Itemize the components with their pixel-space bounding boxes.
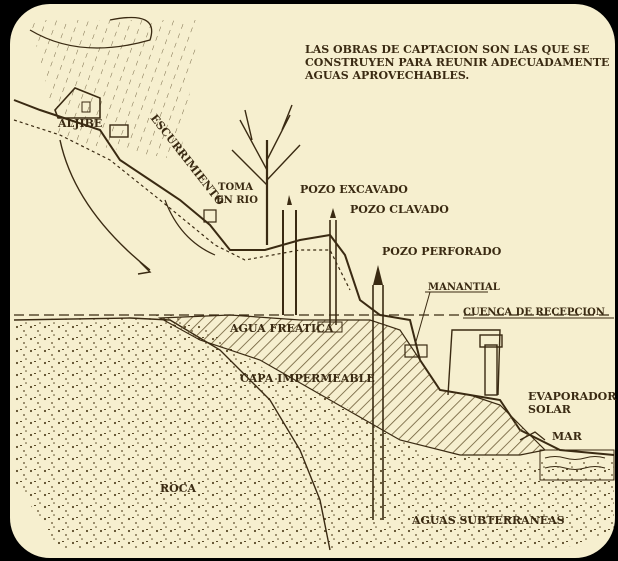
caption-line-2: CONSTRUYEN PARA REUNIR ADECUADAMENTE — [305, 56, 609, 69]
label-aguas-subterraneas: AGUAS SUBTERRANEAS — [411, 514, 565, 527]
label-agua-freatica: AGUA FREATICA — [229, 322, 334, 335]
caption-line-3: AGUAS APROVECHABLES. — [304, 69, 469, 82]
label-pozo-excavado: POZO EXCAVADO — [300, 183, 408, 196]
label-evaporador-2: SOLAR — [528, 403, 572, 416]
label-manantial: MANANTIAL — [428, 282, 500, 293]
label-roca: ROCA — [160, 482, 196, 495]
label-toma-1: TOMA — [218, 182, 253, 193]
label-pozo-clavado: POZO CLAVADO — [350, 203, 449, 216]
label-capa-impermeable: CAPA IMPERMEABLE — [240, 372, 375, 385]
caption-line-1: LAS OBRAS DE CAPTACION SON LAS QUE SE — [305, 43, 589, 56]
label-evaporador-1: EVAPORADOR — [528, 390, 617, 403]
label-mar: MAR — [552, 430, 583, 443]
label-cuenca: CUENCA DE RECEPCION — [463, 307, 605, 318]
label-aljibe: ALJIBE — [57, 117, 102, 130]
label-pozo-perforado: POZO PERFORADO — [382, 245, 502, 258]
label-toma-2: EN RIO — [216, 195, 258, 206]
